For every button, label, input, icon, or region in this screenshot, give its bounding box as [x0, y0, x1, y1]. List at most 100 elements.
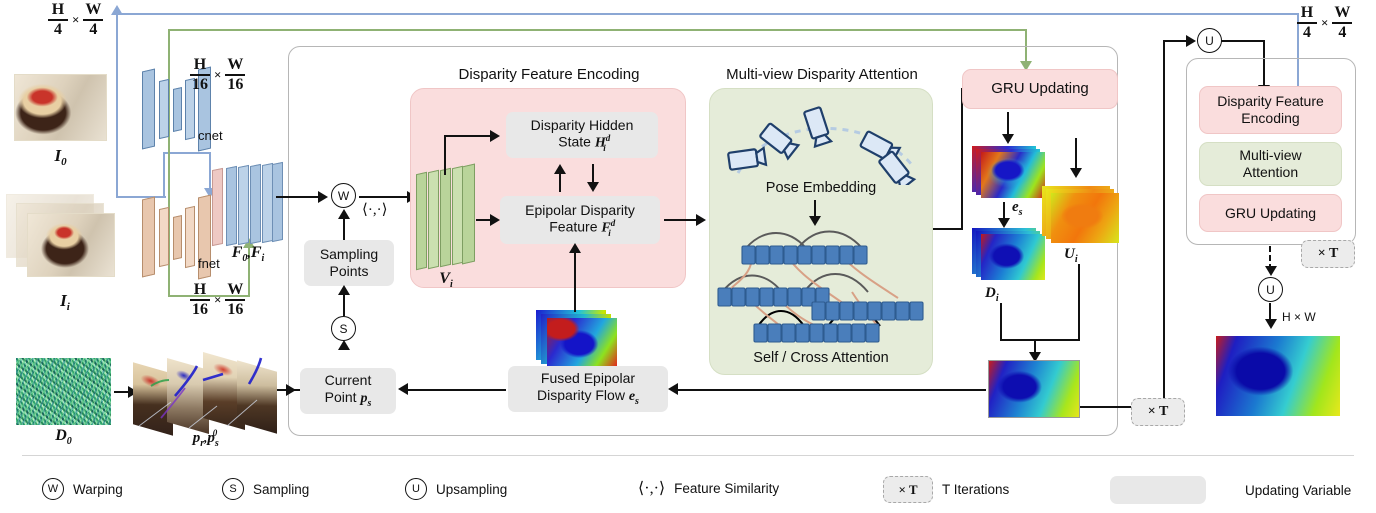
pose-embedding-label: Pose Embedding [765, 180, 877, 196]
arrow-attention-to-gru-h [933, 228, 963, 231]
arrow-D0-to-pointcloud [114, 391, 132, 394]
legend-item-warping: W Warping [42, 478, 123, 500]
merge-join [1000, 339, 1080, 342]
cost-volume-Vi [416, 163, 478, 275]
arrow-feature-to-hidden-head [554, 164, 566, 174]
legend-label-sampling: Sampling [253, 481, 310, 497]
right-panel-dashed-arrow [1269, 246, 1271, 270]
arrow-sampling-to-warp [343, 216, 346, 240]
arrow-features-to-warp-head [318, 191, 328, 203]
self-cross-attention-label: Self / Cross Attention [753, 350, 889, 366]
blue-path-cnet-riser [163, 152, 166, 198]
loop-to-upsample-head [1186, 35, 1196, 47]
arrow-sampling-to-warp-head [338, 209, 350, 219]
legend-label-updating-variable: Updating Variable [1245, 482, 1352, 498]
point-cloud-label: pr,ps0 [192, 428, 219, 449]
disparity-map-Di [972, 228, 1046, 282]
legend-divider [22, 455, 1354, 457]
iterations-badge-right: × T [1301, 240, 1355, 268]
fnet-label: fnet [198, 256, 220, 271]
loop-out-from-output [1080, 406, 1165, 409]
Ui-label: Ui [1064, 246, 1078, 265]
arrow-features-to-warp [276, 196, 320, 199]
upsampling-operator-bottom-icon: U [1258, 277, 1283, 302]
es-label: es [1012, 199, 1023, 218]
feedback-to-current-point-head [398, 383, 408, 395]
arrow-flowmap-to-feature-head [569, 243, 581, 253]
arrow-es-to-Di-head [998, 218, 1010, 228]
right-gru-updating-box: GRU Updating [1199, 194, 1342, 232]
arrow-hidden-to-feature [592, 164, 595, 184]
legend-item-iterations: × T T Iterations [883, 476, 1009, 503]
feature-similarity-icon: ⟨·,·⟩ [638, 480, 666, 497]
blue-path-cnet-top [163, 152, 211, 155]
iterations-badge-icon: × T [883, 476, 933, 503]
feature-similarity-annotation: ⟨·,·⟩ [362, 202, 388, 218]
arrow-warp-to-volume [359, 196, 409, 199]
arrow-gru-to-Ui-head [1070, 168, 1082, 178]
D0-label: D0 [55, 427, 72, 447]
full-resolution-label: H × W [1282, 310, 1316, 324]
feature-volume-label: F0,Fi [231, 244, 265, 264]
arrow-volume-to-feature [476, 219, 496, 222]
flow-map-thumbnail-stack [536, 310, 618, 368]
arrow-feature-to-hidden [559, 172, 562, 192]
cost-volume-label: Vi [439, 270, 453, 290]
upsampling-circle-icon: U [405, 478, 427, 500]
self-cross-attention-diagram [717, 230, 924, 343]
upsample-to-panel-v [1263, 40, 1266, 88]
disparity-feature-encoding-title: Disparity Feature Encoding [458, 66, 640, 83]
sampling-operator-icon: S [331, 316, 356, 341]
input-image-Ii-stack [6, 194, 116, 286]
blue-path-right-drop [1297, 13, 1300, 89]
input-image-I0 [14, 74, 107, 141]
loop-riser [1163, 40, 1166, 408]
legend-item-sampling: S Sampling [222, 478, 309, 500]
green-path-top [168, 29, 1027, 32]
warping-operator-icon: W [331, 183, 356, 208]
pointcloud-to-current-point [270, 389, 300, 392]
arrow-flowmap-to-feature [574, 250, 577, 312]
arrow-encoding-to-attention-head [696, 214, 706, 226]
point-cloud-visualization [131, 340, 279, 436]
warping-circle-icon: W [42, 478, 64, 500]
blue-path-cnet-arrowhead [204, 188, 216, 198]
blue-path-to-cnet [116, 196, 166, 199]
Di-label: Di [985, 285, 999, 304]
green-path-F-arrowhead [243, 238, 255, 248]
green-path-riser-to-F [248, 245, 251, 296]
feature-volume-F0-Fi [212, 161, 284, 249]
final-upsample-arrowhead [1265, 319, 1277, 329]
legend-label-iterations: T Iterations [942, 482, 1010, 497]
arrow-current-point-to-S-head [338, 340, 350, 350]
iterations-badge-main: × T [1131, 398, 1185, 426]
upsampling-operator-top-icon: U [1197, 28, 1222, 53]
legend-item-updating-variable: Updating Variable [1110, 476, 1351, 504]
cnet-label: cnet [198, 128, 223, 143]
merge-Ui-down [1078, 264, 1081, 341]
arrow-encoding-to-attention [664, 219, 700, 222]
pointcloud-to-current-point-head [286, 384, 296, 396]
camera-pose-arc-diagram [727, 106, 917, 185]
arrow-gru-to-es [1007, 112, 1010, 138]
arrow-es-to-Di [1003, 202, 1006, 222]
feedback-to-fused-flow-head [668, 383, 678, 395]
legend-item-upsampling: U Upsampling [405, 478, 507, 500]
right-panel-dashed-arrowhead [1265, 266, 1277, 276]
blue-path-top [116, 13, 1299, 16]
arrow-volume-to-hidden-riser [444, 135, 447, 175]
blue-path-left-down [116, 13, 119, 198]
upsampling-weights-Ui [1042, 186, 1120, 246]
flow-map-es [972, 146, 1046, 200]
feedback-to-fused-flow [672, 389, 986, 392]
input-image-Ii-label: Ii [60, 291, 70, 313]
merge-drop-head [1029, 352, 1041, 362]
